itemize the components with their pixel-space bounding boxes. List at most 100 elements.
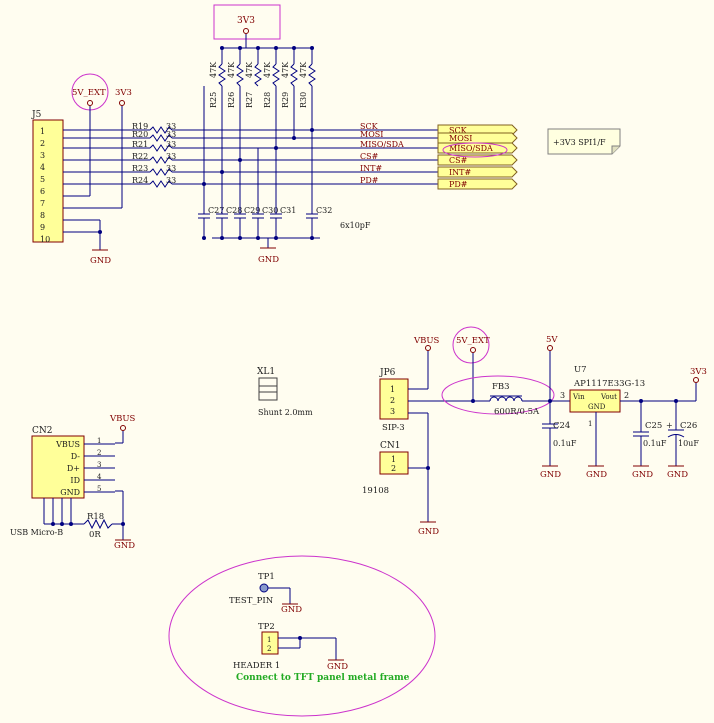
svg-text:GND: GND — [281, 605, 302, 615]
tft-frame-note: Connect to TFT panel metal frame — [236, 673, 410, 683]
pullup-ref: R28 — [263, 92, 272, 108]
pullup-ref: R26 — [227, 92, 236, 108]
fb3-highlight — [441, 375, 555, 415]
pullup-resistor — [218, 63, 226, 87]
svg-text:3: 3 — [390, 407, 395, 416]
net-port-label: MISO/SDA — [449, 144, 493, 153]
pullup-value: 47K — [245, 61, 254, 78]
j5-ref: J5 — [31, 110, 42, 120]
series-resistor — [149, 144, 173, 152]
svg-text:GND: GND — [588, 403, 606, 411]
test-block: TP1 GND TEST_PIN TP2 1 2 GND HEADER 1 Co… — [168, 555, 436, 717]
resistor-value: 33 — [166, 130, 176, 139]
cn2-pin-number: 1 — [97, 437, 101, 445]
xl1-shunt: XL1 Shunt 2.0mm — [257, 367, 313, 417]
net-label: PD# — [360, 176, 379, 185]
svg-text:GND: GND — [114, 541, 135, 551]
resistor-ref: R23 — [132, 164, 148, 173]
svg-text:0R: 0R — [89, 530, 101, 540]
series-resistor — [149, 134, 173, 142]
pullup-resistor — [272, 63, 280, 87]
net-port-label: MOSI — [449, 134, 472, 143]
resistor-value: 33 — [166, 122, 176, 131]
net-port — [437, 132, 518, 144]
j5-pin-number: 7 — [40, 199, 45, 208]
series-resistor — [149, 180, 173, 188]
resistor-value: 33 — [166, 140, 176, 149]
cn2-pin-name: ID — [70, 476, 80, 485]
sheet-note: +3V3 SPI1/F — [547, 128, 621, 155]
svg-text:Vout: Vout — [600, 393, 617, 401]
svg-text:2: 2 — [624, 391, 629, 400]
cap-ref: C27 — [208, 206, 224, 215]
svg-text:2: 2 — [267, 645, 271, 653]
pullup-value: 47K — [281, 61, 290, 78]
pullup-ref: R29 — [281, 92, 290, 108]
j5-pin-number: 3 — [40, 151, 45, 160]
svg-text:U7: U7 — [574, 365, 587, 375]
svg-text:CN2: CN2 — [32, 426, 53, 436]
gnd-label-j5: GND — [90, 256, 111, 266]
net-port — [437, 154, 518, 166]
pullup-ref: R27 — [245, 92, 254, 108]
cn2-pin-number: 4 — [97, 473, 102, 481]
svg-text:GND: GND — [632, 470, 653, 480]
net-label: MISO/SDA — [360, 140, 404, 149]
cn2-pin-number: 3 — [97, 461, 101, 469]
svg-text:GND: GND — [667, 470, 688, 480]
vbus-flag-cn2: VBUS — [109, 414, 136, 424]
svg-text:0.1uF: 0.1uF — [553, 439, 577, 448]
svg-text:+: + — [666, 421, 673, 430]
net-port-label: SCK — [449, 126, 468, 135]
svg-text:5V: 5V — [546, 335, 558, 345]
pullup-resistor — [236, 63, 244, 87]
cap-value-label: 6x10pF — [340, 221, 371, 230]
test-highlight — [168, 555, 436, 717]
pullup-value: 47K — [263, 61, 272, 78]
net-label: CS# — [360, 152, 379, 161]
svg-text:1: 1 — [391, 455, 396, 464]
svg-text:HEADER 1: HEADER 1 — [233, 661, 280, 671]
pullup-ref: R25 — [209, 92, 218, 108]
flag-5vext-label: 5V_EXT — [72, 88, 106, 98]
cap-ref: C31 — [280, 206, 296, 215]
svg-text:Vin: Vin — [572, 393, 585, 401]
svg-text:1: 1 — [267, 636, 271, 644]
svg-text:GND: GND — [327, 662, 348, 672]
svg-text:VBUS: VBUS — [413, 336, 440, 346]
svg-text:1: 1 — [390, 385, 395, 394]
svg-text:600R/0.5A: 600R/0.5A — [494, 407, 540, 417]
svg-text:GND: GND — [418, 527, 439, 537]
j5-pin-number: 1 — [40, 127, 45, 136]
spi-block: 3V3 R2547KR2647KR2747KR2847KR2947KR3047K… — [31, 4, 621, 266]
svg-text:TP2: TP2 — [258, 622, 275, 632]
svg-text:TEST_PIN: TEST_PIN — [229, 596, 274, 606]
j5-pin-number: 5 — [40, 175, 45, 184]
cn2-pin-name: VBUS — [55, 440, 80, 449]
net-port — [437, 142, 518, 154]
svg-text:0.1uF: 0.1uF — [643, 439, 667, 448]
svg-text:19108: 19108 — [362, 486, 389, 496]
resistor-value: 33 — [166, 164, 176, 173]
resistor-ref: R20 — [132, 130, 148, 139]
miso-highlight — [442, 142, 508, 158]
j5-connector-body — [32, 119, 64, 243]
svg-text:Shunt 2.0mm: Shunt 2.0mm — [258, 408, 313, 417]
svg-text:C26: C26 — [680, 421, 697, 431]
series-resistor — [149, 126, 173, 134]
pullup-value: 47K — [227, 61, 236, 78]
flag-3v3-label: 3V3 — [115, 88, 132, 98]
cap-ref: C32 — [316, 206, 332, 215]
pullup-resistor — [290, 63, 298, 87]
cap-ref: C29 — [244, 206, 260, 215]
svg-text:C24: C24 — [553, 421, 570, 431]
resistor-value: 33 — [166, 176, 176, 185]
svg-text:TP1: TP1 — [258, 572, 275, 582]
net-port — [437, 166, 518, 178]
svg-text:10uF: 10uF — [678, 439, 699, 448]
net-label: INT# — [360, 164, 382, 173]
